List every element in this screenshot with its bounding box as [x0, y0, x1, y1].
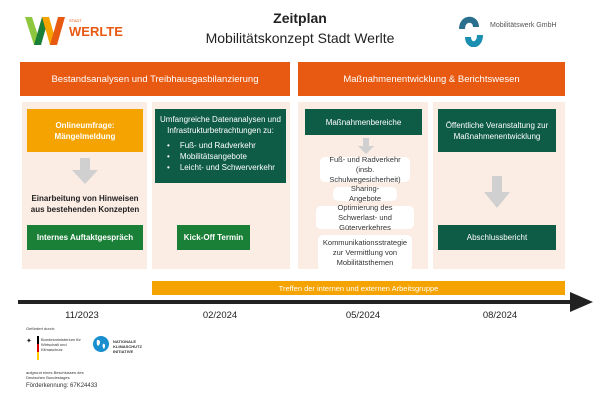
timeline-date: 05/2024 [345, 310, 381, 321]
funding-id: Förderkennung: 67K24433 [26, 383, 98, 389]
logo-small-text: STADT [69, 18, 82, 23]
mobilitaetswerk-logo-mark [459, 16, 483, 48]
measure-area-note: (insb. Schulwegesicherheit) [329, 164, 401, 184]
milestone-auftakt: Internes Auftaktgespräch [27, 225, 143, 250]
measure-area-freight: Optimierung des Schwerlast- und Güterver… [316, 203, 414, 232]
analysis-box: Umfangreiche Datenanalysen und Infrastru… [155, 109, 286, 183]
werlte-logo: STADT WERLTE [25, 15, 125, 47]
timeline-arrow [18, 292, 593, 312]
analysis-item: Fuß- und Radverkehr [167, 140, 282, 151]
mobilitaetswerk-logo: Mobilitätswerk GmbH [458, 15, 578, 49]
milestone-final-report: Abschlussbericht [438, 225, 556, 250]
phase-measures: Maßnahmenentwicklung & Berichtswesen [298, 62, 565, 96]
public-event-box: Öffentliche Veranstaltung zur Maßnahmene… [438, 109, 556, 152]
measure-area-foot-bike: Fuß- und Radverkehr (insb. Schulwegesich… [320, 154, 410, 184]
logo-company-name: Mobilitätswerk GmbH [490, 22, 557, 29]
analysis-text: Umfangreiche Datenanalysen und Infrastru… [160, 115, 281, 135]
ministry-name: Bundesministerium für Wirtschaft und Kli… [41, 337, 81, 352]
timeline-date: 11/2023 [65, 310, 99, 321]
arrow-down-icon [72, 158, 98, 184]
page-subtitle: Mobilitätskonzept Stadt Werlte [205, 30, 395, 46]
werlte-logo-mark [25, 17, 65, 45]
bmwk-logo: ✦ Bundesministerium für Wirtschaft und K… [26, 336, 86, 366]
integration-text: Einarbeitung von Hinweisen aus bestehend… [30, 194, 140, 214]
analysis-item: Mobilitätsangebote [167, 151, 282, 162]
logo-big-text: WERLTE [69, 24, 123, 39]
nki-label: NATIONALE KLIMASCHUTZ INITIATIVE [113, 339, 142, 354]
measures-header: Maßnahmenbereiche [305, 109, 422, 135]
survey-box: Onlineumfrage: Mängelmeldung [27, 109, 143, 152]
page-title: Zeitplan [273, 10, 327, 26]
meetings-bar: Treffen der internen und externen Arbeit… [152, 281, 565, 295]
measure-area-sharing: Sharing-Angebote [333, 184, 397, 203]
milestone-kickoff: Kick-Off Termin [177, 225, 250, 250]
analysis-list: Fuß- und Radverkehr Mobilitätsangebote L… [159, 140, 282, 173]
arrow-down-icon [358, 138, 374, 154]
timeline-date: 02/2024 [202, 310, 238, 321]
analysis-item: Leicht- und Schwerverkehr [167, 162, 282, 173]
arrow-down-icon [484, 176, 510, 208]
measure-area-communication: Kommunikationsstrategie zur Vermittlung … [318, 235, 412, 271]
flag-stripe [37, 336, 39, 360]
globe-icon [93, 336, 109, 352]
resolution-text: aufgrund eines Beschlusses des Deutschen… [26, 370, 84, 380]
timeline-date: 08/2024 [482, 310, 518, 321]
eagle-icon: ✦ [26, 338, 32, 345]
phase-analysis: Bestandsanalysen und Treibhausgasbilanzi… [20, 62, 290, 96]
measure-area-label: Fuß- und Radverkehr [329, 154, 401, 164]
funded-by-label: Gefördert durch: [26, 326, 56, 331]
